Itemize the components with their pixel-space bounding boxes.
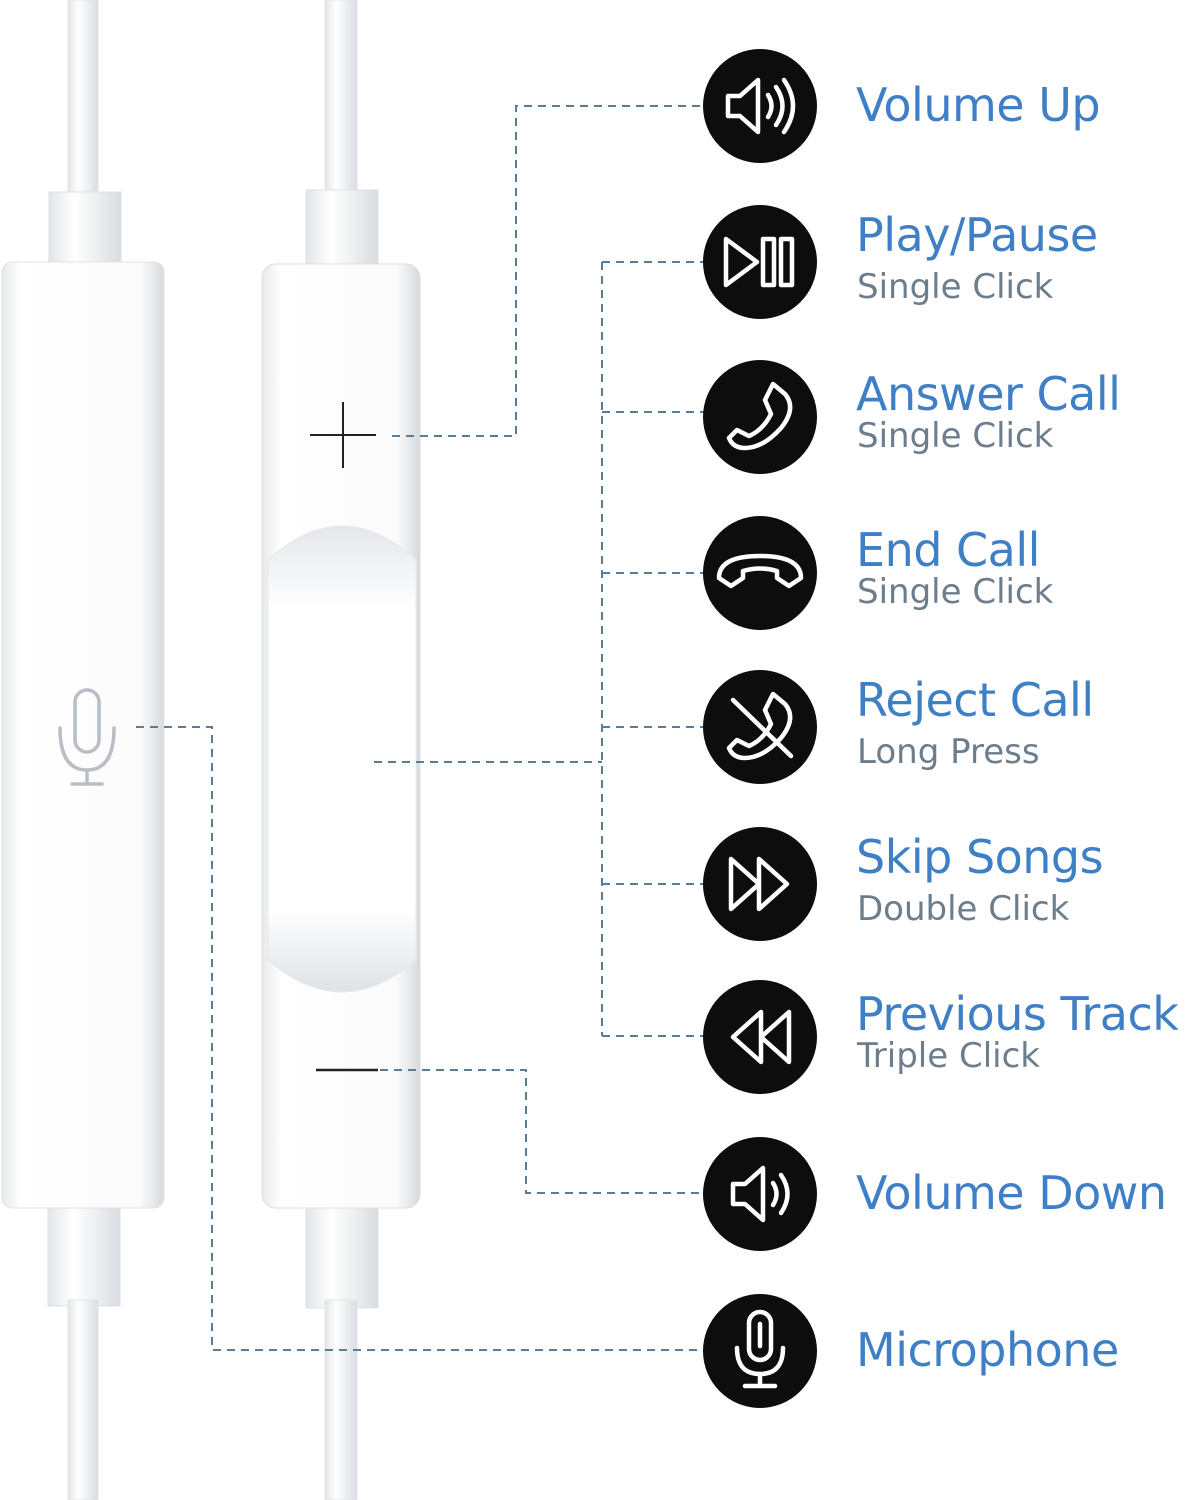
feature-answer-call: Answer Call Single Click xyxy=(703,360,1192,476)
feature-title: Skip Songs xyxy=(856,830,1104,884)
remote-body xyxy=(1,261,165,1209)
microphone-connector xyxy=(136,726,704,1351)
feature-play-pause: Play/Pause Single Click xyxy=(703,205,1192,321)
microphone-icon xyxy=(734,1309,786,1389)
plus-icon xyxy=(310,402,376,468)
feature-title: Previous Track xyxy=(856,987,1179,1041)
callout-lines xyxy=(136,105,704,1351)
button-remote xyxy=(261,0,421,1500)
feature-previous-track: Previous Track Triple Click xyxy=(703,980,1192,1096)
feature-title: Microphone xyxy=(856,1323,1119,1377)
feature-action: Single Click xyxy=(857,572,1054,612)
feature-reject-call: Reject Call Long Press xyxy=(703,670,1192,786)
feature-title: Volume Down xyxy=(856,1166,1167,1220)
feature-volume-up: Volume Up xyxy=(703,49,1192,165)
feature-volume-down: Volume Down xyxy=(703,1137,1192,1253)
play-pause-icon xyxy=(723,236,795,288)
phone-icon xyxy=(726,381,793,451)
volume-up-icon xyxy=(725,77,796,135)
cable xyxy=(324,1299,358,1500)
fast-forward-icon xyxy=(728,856,790,912)
volume-down-connector xyxy=(380,1069,704,1194)
cable xyxy=(67,0,99,201)
collar xyxy=(305,1207,379,1309)
phone-slash-icon xyxy=(726,691,794,761)
feature-action: Single Click xyxy=(857,416,1054,456)
collar xyxy=(48,191,122,263)
feature-title: Answer Call xyxy=(856,367,1121,421)
feature-title: Volume Up xyxy=(856,78,1101,132)
feature-end-call: End Call Single Click xyxy=(703,516,1192,632)
feature-skip-songs: Skip Songs Double Click xyxy=(703,827,1192,943)
center-rocker xyxy=(267,525,417,993)
feature-action: Triple Click xyxy=(857,1036,1040,1076)
mic-remote xyxy=(1,0,165,1500)
feature-microphone: Microphone xyxy=(703,1294,1192,1410)
feature-action: Double Click xyxy=(857,889,1070,929)
microphone-icon xyxy=(58,688,116,786)
feature-title: Play/Pause xyxy=(856,208,1098,262)
hang-up-icon xyxy=(716,553,804,589)
feature-title: Reject Call xyxy=(856,673,1094,727)
volume-down-icon xyxy=(730,1165,790,1223)
feature-action: Long Press xyxy=(857,732,1040,772)
feature-action: Single Click xyxy=(857,267,1054,307)
cable xyxy=(67,1299,99,1500)
cable xyxy=(324,0,358,201)
feature-title: End Call xyxy=(856,523,1040,577)
rewind-icon xyxy=(730,1009,792,1065)
volume-up-connector xyxy=(392,105,704,437)
collar xyxy=(47,1207,121,1307)
collar xyxy=(305,189,379,267)
